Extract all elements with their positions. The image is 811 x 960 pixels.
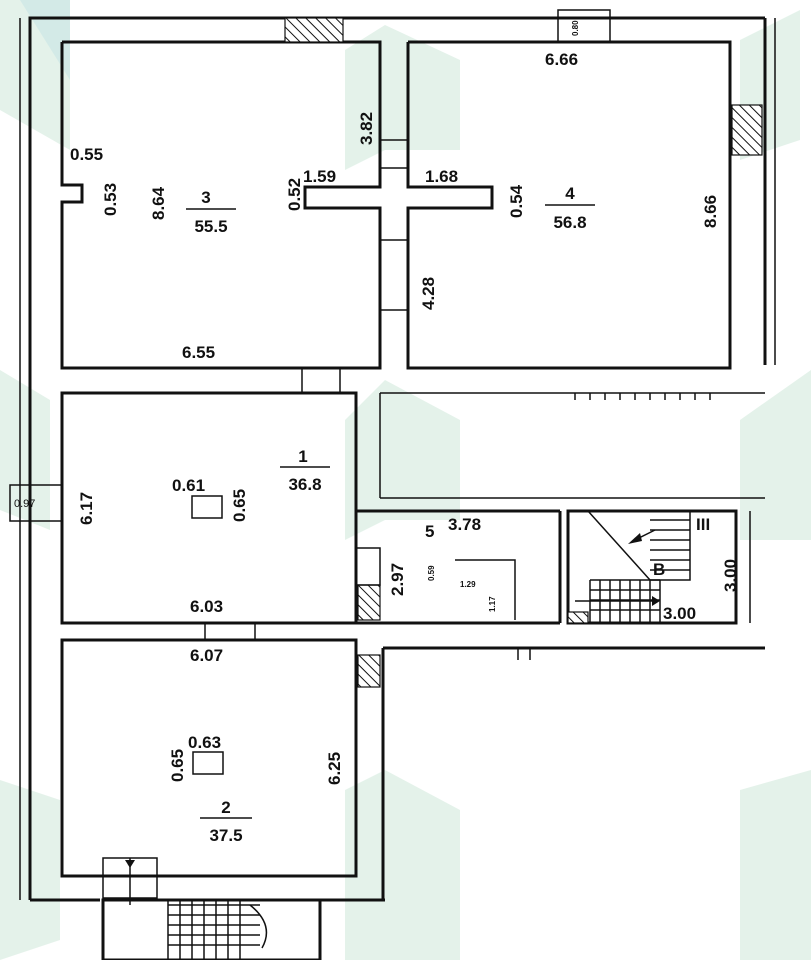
dim-0-55: 0.55 — [70, 145, 103, 164]
dim-1-68: 1.68 — [425, 167, 458, 186]
window-ticks — [574, 393, 711, 400]
room-labels: 3 55.5 4 56.8 1 36.8 2 37.5 5 — [186, 184, 595, 845]
room-2-area: 37.5 — [209, 826, 242, 845]
dim-1-59: 1.59 — [303, 167, 336, 186]
dim-8-64: 8.64 — [149, 186, 168, 220]
room-2-number: 2 — [221, 798, 230, 817]
room-2 — [60, 622, 358, 878]
room-5 — [356, 392, 765, 900]
dim-3-00-vertical: 3.00 — [721, 559, 740, 592]
dim-0-65-room2: 0.65 — [168, 749, 187, 782]
stair-letter-label: B — [653, 560, 665, 579]
dim-2-97: 2.97 — [388, 563, 407, 596]
outer-walls — [19, 16, 776, 902]
shafts — [9, 9, 611, 775]
room-4-area: 56.8 — [553, 213, 586, 232]
dim-6-25: 6.25 — [325, 752, 344, 785]
entrance-stairs — [101, 857, 322, 960]
room-5-number: 5 — [425, 522, 434, 541]
dim-0-59: 0.59 — [427, 565, 436, 581]
dim-6-17: 6.17 — [77, 492, 96, 525]
dimension-labels: 0.55 0.53 8.64 0.52 1.59 3.82 6.55 0.80 … — [14, 20, 740, 785]
dim-8-66: 8.66 — [701, 195, 720, 228]
stair-roman-label: III — [696, 515, 710, 534]
dim-0-54: 0.54 — [507, 184, 526, 218]
dim-1-17: 1.17 — [488, 596, 497, 612]
stairwell — [566, 509, 751, 625]
room-4-number: 4 — [565, 184, 575, 203]
dim-4-28: 4.28 — [419, 277, 438, 310]
dim-6-03: 6.03 — [190, 597, 223, 616]
dim-3-00-horizontal: 3.00 — [663, 604, 696, 623]
room-3-area: 55.5 — [194, 217, 227, 236]
dim-0-65-room1: 0.65 — [230, 489, 249, 522]
dim-3-82: 3.82 — [357, 112, 376, 145]
room-1-number: 1 — [298, 447, 307, 466]
room-3-number: 3 — [201, 188, 210, 207]
dim-6-55: 6.55 — [182, 343, 215, 362]
dim-0-80: 0.80 — [571, 20, 580, 36]
dim-1-29: 1.29 — [460, 580, 476, 589]
room-1-area: 36.8 — [288, 475, 321, 494]
dim-3-78: 3.78 — [448, 515, 481, 534]
dim-0-97: 0.97 — [14, 498, 35, 510]
hatched-elements — [284, 17, 763, 688]
dim-6-66: 6.66 — [545, 50, 578, 69]
dim-0-61: 0.61 — [172, 476, 205, 495]
room-4 — [406, 40, 732, 370]
central-openings — [380, 139, 408, 311]
dim-0-52: 0.52 — [285, 178, 304, 211]
dim-0-63: 0.63 — [188, 733, 221, 752]
room-3 — [60, 40, 382, 370]
dim-6-07: 6.07 — [190, 646, 223, 665]
dim-0-53: 0.53 — [101, 183, 120, 216]
